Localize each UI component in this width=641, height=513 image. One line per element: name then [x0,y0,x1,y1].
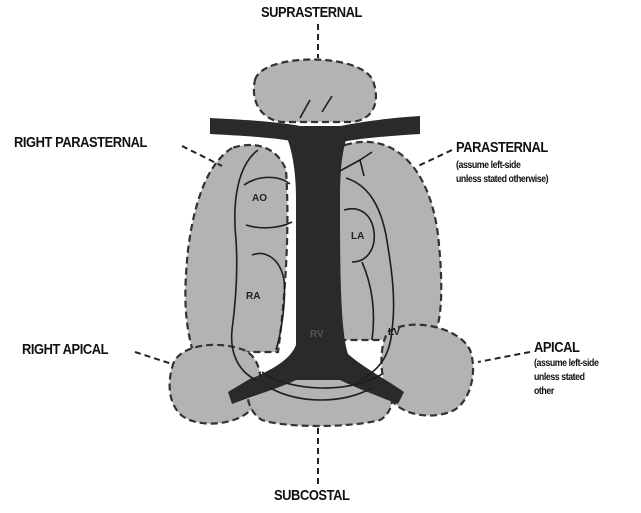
label-apical-note-3: other [534,386,554,399]
label-right-apical: RIGHT APICAL [22,342,108,357]
label-ao: AO [252,194,267,204]
label-lv: LV [388,328,400,338]
label-rv: RV [310,330,324,340]
label-subcostal: SUBCOSTAL [274,488,349,503]
label-suprasternal: SUPRASTERNAL [261,5,362,20]
label-parasternal-note-1: (assume left-side [456,160,520,173]
label-apical-note-2: unless stated [534,372,585,385]
label-right-parasternal: RIGHT PARASTERNAL [14,135,147,150]
suprasternal-window [254,59,376,122]
apical-leader [478,352,530,362]
parasternal-window [330,142,441,340]
label-ra: RA [246,292,260,302]
label-apical-note-1: (assume left-side [534,358,598,371]
label-la: LA [351,232,364,242]
parasternal-leader [418,150,452,166]
label-apical: APICAL [534,340,579,355]
right-apical-leader [135,352,172,364]
label-parasternal-note-2: unless stated otherwise) [456,174,548,187]
label-parasternal: PARASTERNAL [456,140,548,155]
